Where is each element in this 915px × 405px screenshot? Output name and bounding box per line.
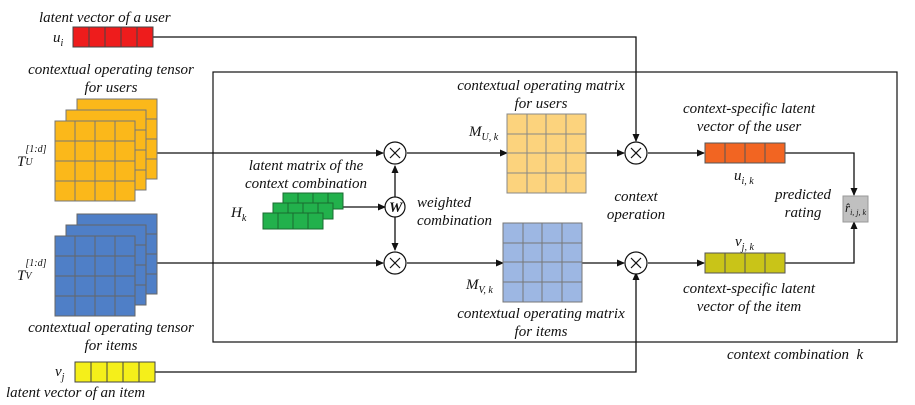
label-latent-user: latent vector of a user [39, 10, 171, 26]
symbol-t-u: T[1:d]U [17, 144, 47, 170]
multiply-node-bottom [383, 251, 407, 275]
edge-vj-to-context-op [155, 272, 640, 373]
connections [153, 36, 858, 373]
item-latent-vector [74, 361, 156, 383]
symbol-t-v: T[1:d]V [17, 258, 47, 284]
prediction-box [842, 195, 869, 223]
symbol-r-hat: r̂i, j, k [845, 200, 867, 217]
user-tensor [54, 98, 158, 202]
label-matrix-users: contextual operating matrix for users [457, 78, 625, 112]
edge-vjk-to-pred [785, 221, 858, 264]
symbol-u-i: ui [53, 30, 64, 49]
context-combination-box [212, 71, 898, 343]
context-op-node-bottom [624, 251, 648, 275]
context-op-node-top [624, 141, 648, 165]
multiply-node-top [383, 141, 407, 165]
label-latent-item: latent vector of an item [6, 385, 146, 401]
label-weighted-combination: weighted combination [417, 195, 492, 229]
label-matrix-items: contextual operating matrix for items [457, 306, 625, 340]
symbol-w: W [389, 200, 403, 216]
label-tensor-items: contextual operating tensor for items [28, 320, 194, 354]
symbol-h-k: Hk [231, 205, 247, 224]
edge-uik-to-pred [785, 152, 858, 196]
user-latent-vector [72, 26, 154, 48]
symbol-m-v-k: MV, k [466, 277, 493, 296]
user-operating-matrix [506, 113, 587, 194]
weight-node [384, 196, 406, 218]
context-user-vector [704, 142, 786, 164]
symbol-v-j-k: vj, k [735, 234, 754, 253]
label-context-combination: context combination k [727, 347, 864, 363]
item-tensor [54, 213, 158, 317]
edge-ui-to-context-op [153, 36, 640, 142]
context-item-vector [704, 252, 786, 274]
symbol-u-i-k: ui, k [734, 168, 754, 187]
label-cs-user: context-specific latent vector of the us… [682, 101, 816, 135]
label-cs-item: context-specific latent vector of the it… [682, 281, 816, 315]
context-latent-matrix [262, 192, 344, 230]
label-tensor-users: contextual operating tensor for users [28, 62, 194, 96]
symbol-v-j: vj [55, 364, 65, 383]
label-context-operation: context operation [606, 189, 666, 223]
symbol-m-u-k: MU, k [469, 124, 499, 143]
item-operating-matrix [502, 222, 583, 303]
label-latent-context: latent matrix of the context combination [244, 158, 368, 192]
label-predicted-rating: predicted rating [774, 187, 832, 221]
